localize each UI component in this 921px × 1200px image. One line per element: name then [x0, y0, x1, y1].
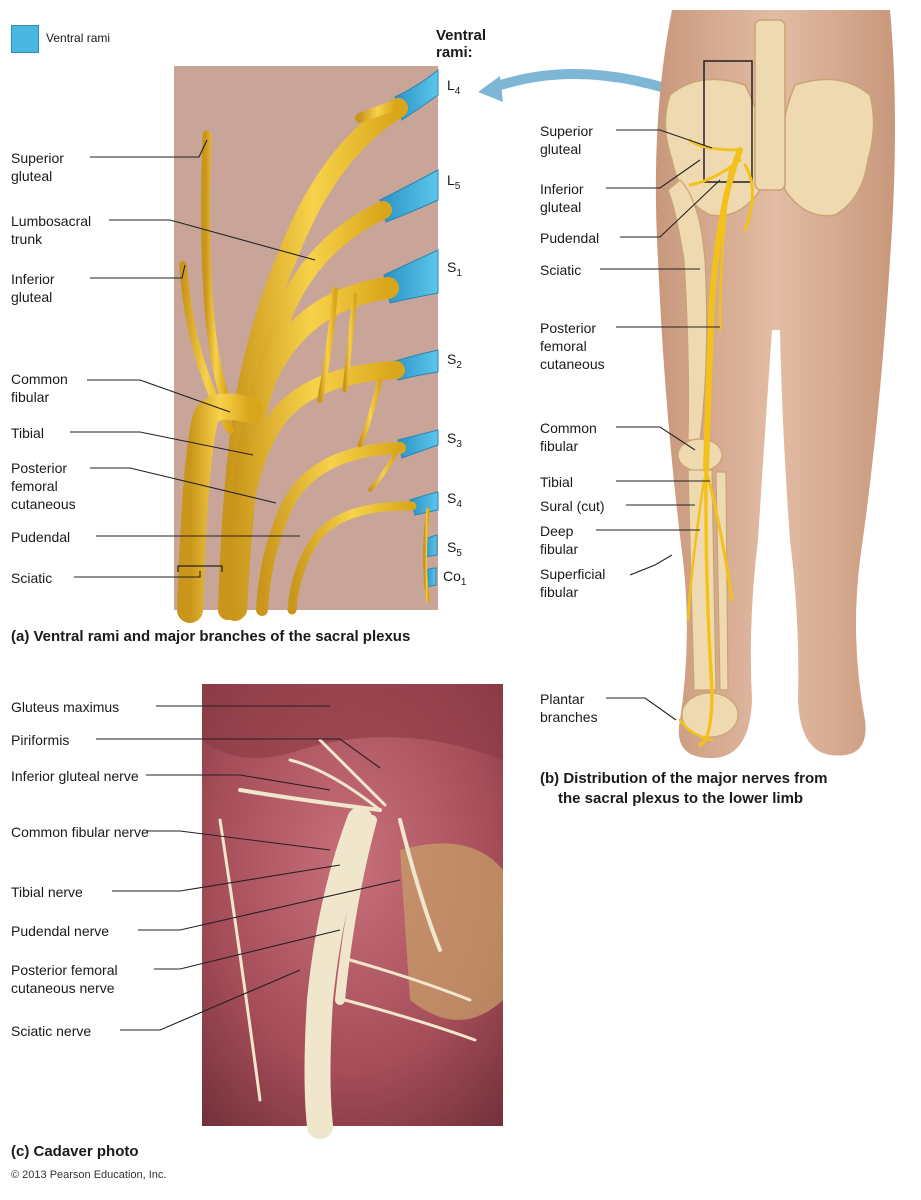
ramus-s2: S2 — [447, 351, 462, 371]
label-pudendal-nerve: Pudendal nerve — [11, 923, 110, 939]
label-common-fibular-b: Common fibular — [540, 420, 597, 454]
panel-a-background — [174, 66, 438, 610]
label-superior-gluteal-b: Superior gluteal — [540, 123, 593, 157]
ventral-rami-heading: Ventral rami: — [436, 27, 487, 61]
label-tibial-b: Tibial — [540, 474, 573, 490]
caption-panel-c: (c) Cadaver photo — [11, 1143, 139, 1160]
label-sciatic-nerve: Sciatic nerve — [11, 1023, 92, 1039]
arrow-connector — [487, 69, 670, 93]
legend-label: Ventral rami — [46, 31, 111, 45]
label-superior-gluteal-a: Superior gluteal — [11, 150, 64, 184]
sciatic-bracket — [177, 565, 223, 572]
label-posterior-femoral-cutaneous-a: Posterior femoral cutaneous — [11, 460, 76, 512]
caption-panel-a: (a) Ventral rami and major branches of t… — [11, 628, 411, 645]
ramus-l5: L5 — [447, 172, 461, 192]
label-pudendal-a: Pudendal — [11, 529, 71, 545]
ramus-s5: S5 — [447, 539, 462, 559]
label-posterior-femoral-cutaneous-b: Posterior femoral cutaneous — [540, 320, 605, 372]
ramus-l4: L4 — [447, 77, 461, 97]
cadaver-nerves — [218, 738, 477, 1139]
label-piriformis: Piriformis — [11, 732, 70, 748]
label-sural-cut: Sural (cut) — [540, 498, 605, 514]
label-inferior-gluteal-a: Inferior gluteal — [11, 271, 55, 305]
label-common-fibular-nerve: Common fibular nerve — [11, 824, 149, 840]
label-sciatic-a: Sciatic — [11, 570, 53, 586]
legend-swatch — [11, 25, 39, 53]
arrow-head — [478, 76, 503, 102]
label-inferior-gluteal-b: Inferior gluteal — [540, 181, 584, 215]
label-sciatic-b: Sciatic — [540, 262, 582, 278]
label-pudendal-b: Pudendal — [540, 230, 600, 246]
ramus-co1: Co1 — [443, 568, 467, 588]
label-gluteus-maximus: Gluteus maximus — [11, 699, 120, 715]
label-posterior-femoral-cutaneous-nerve: Posterior femoral cutaneous nerve — [11, 962, 118, 996]
nerve-trunks — [177, 98, 430, 623]
label-common-fibular-a: Common fibular — [11, 371, 68, 405]
label-lumbosacral-trunk: Lumbosacral trunk — [11, 213, 92, 247]
ramus-s4: S4 — [447, 490, 462, 510]
label-deep-fibular: Deep fibular — [540, 523, 579, 557]
label-inferior-gluteal-nerve: Inferior gluteal nerve — [11, 768, 139, 784]
caption-panel-b-line2: the sacral plexus to the lower limb — [558, 790, 804, 807]
label-superficial-fibular: Superficial fibular — [540, 566, 606, 600]
label-tibial-nerve: Tibial nerve — [11, 884, 83, 900]
label-tibial-a: Tibial — [11, 425, 44, 441]
caption-panel-b-line1: (b) Distribution of the major nerves fro… — [540, 770, 828, 787]
copyright-notice: © 2013 Pearson Education, Inc. — [11, 1169, 167, 1181]
ramus-s1: S1 — [447, 259, 462, 279]
ramus-s3: S3 — [447, 430, 462, 450]
label-plantar-branches: Plantar branches — [540, 691, 598, 725]
